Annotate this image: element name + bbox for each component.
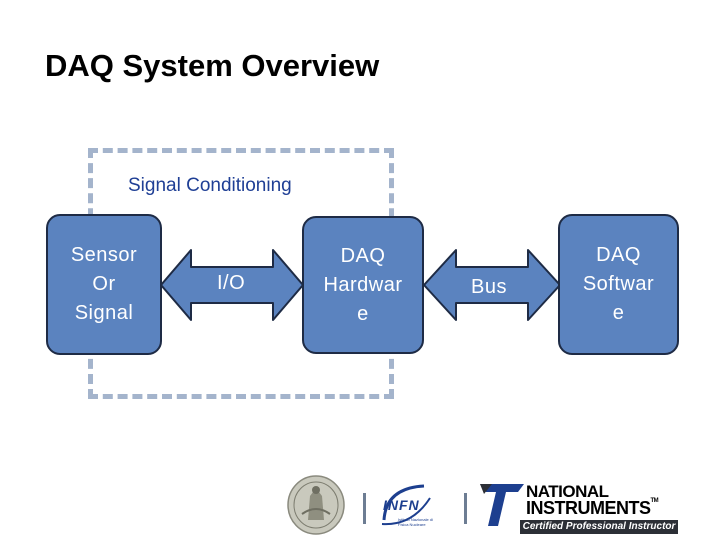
bus-arrow-label: Bus: [471, 276, 507, 298]
signal-conditioning-label: Signal Conditioning: [128, 175, 292, 196]
daq-hardware-block: DAQ Hardwar e: [302, 216, 424, 354]
logo-separator: [363, 493, 366, 524]
university-seal-logo: [287, 475, 345, 535]
ni-logo-line1: NATIONAL: [526, 482, 609, 501]
infn-logo: [381, 484, 431, 526]
infn-logo-text: INFN: [383, 497, 420, 513]
ni-logo-line2-text: INSTRUMENTS: [526, 498, 651, 518]
daq-hardware-label: DAQ Hardwar e: [323, 244, 403, 325]
sensor-block: Sensor Or Signal: [46, 214, 162, 355]
ni-certified-banner: Certified Professional Instructor: [520, 520, 678, 534]
io-arrow-label: I/O: [217, 272, 246, 294]
logo-separator: [464, 493, 467, 524]
infn-logo-subtitle: Istituto Nazionale di Fisica Nucleare: [398, 517, 433, 527]
slide-title: DAQ System Overview: [45, 48, 380, 83]
daq-software-block: DAQ Softwar e: [558, 214, 679, 355]
daq-software-label: DAQ Softwar e: [582, 244, 655, 324]
ni-eagle-icon: [480, 484, 524, 526]
ni-logo-line2: INSTRUMENTSTM: [526, 498, 659, 519]
ni-trademark: TM: [650, 498, 659, 504]
sensor-block-label: Sensor Or Signal: [70, 244, 138, 324]
